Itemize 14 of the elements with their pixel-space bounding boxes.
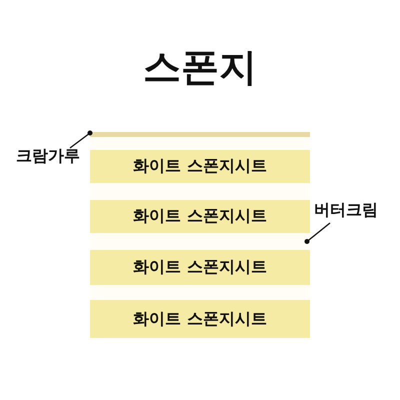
sponge-sheet-layer: 화이트 스폰지시트 (90, 200, 310, 233)
leader-line (70, 130, 92, 149)
part-label: 크람가루 (16, 146, 80, 167)
crumb-layer (90, 132, 310, 137)
buttercream-layer (90, 233, 310, 250)
buttercream-layer (90, 137, 310, 150)
part-label: 버터크림 (314, 200, 378, 221)
buttercream-layer (90, 285, 310, 300)
leader-line (304, 222, 330, 244)
buttercream-layer (90, 183, 310, 200)
sponge-sheet-layer: 화이트 스폰지시트 (90, 150, 310, 183)
title: 스폰지 (143, 44, 257, 91)
sponge-sheet-layer: 화이트 스폰지시트 (90, 250, 310, 285)
sponge-sheet-layer: 화이트 스폰지시트 (90, 300, 310, 338)
